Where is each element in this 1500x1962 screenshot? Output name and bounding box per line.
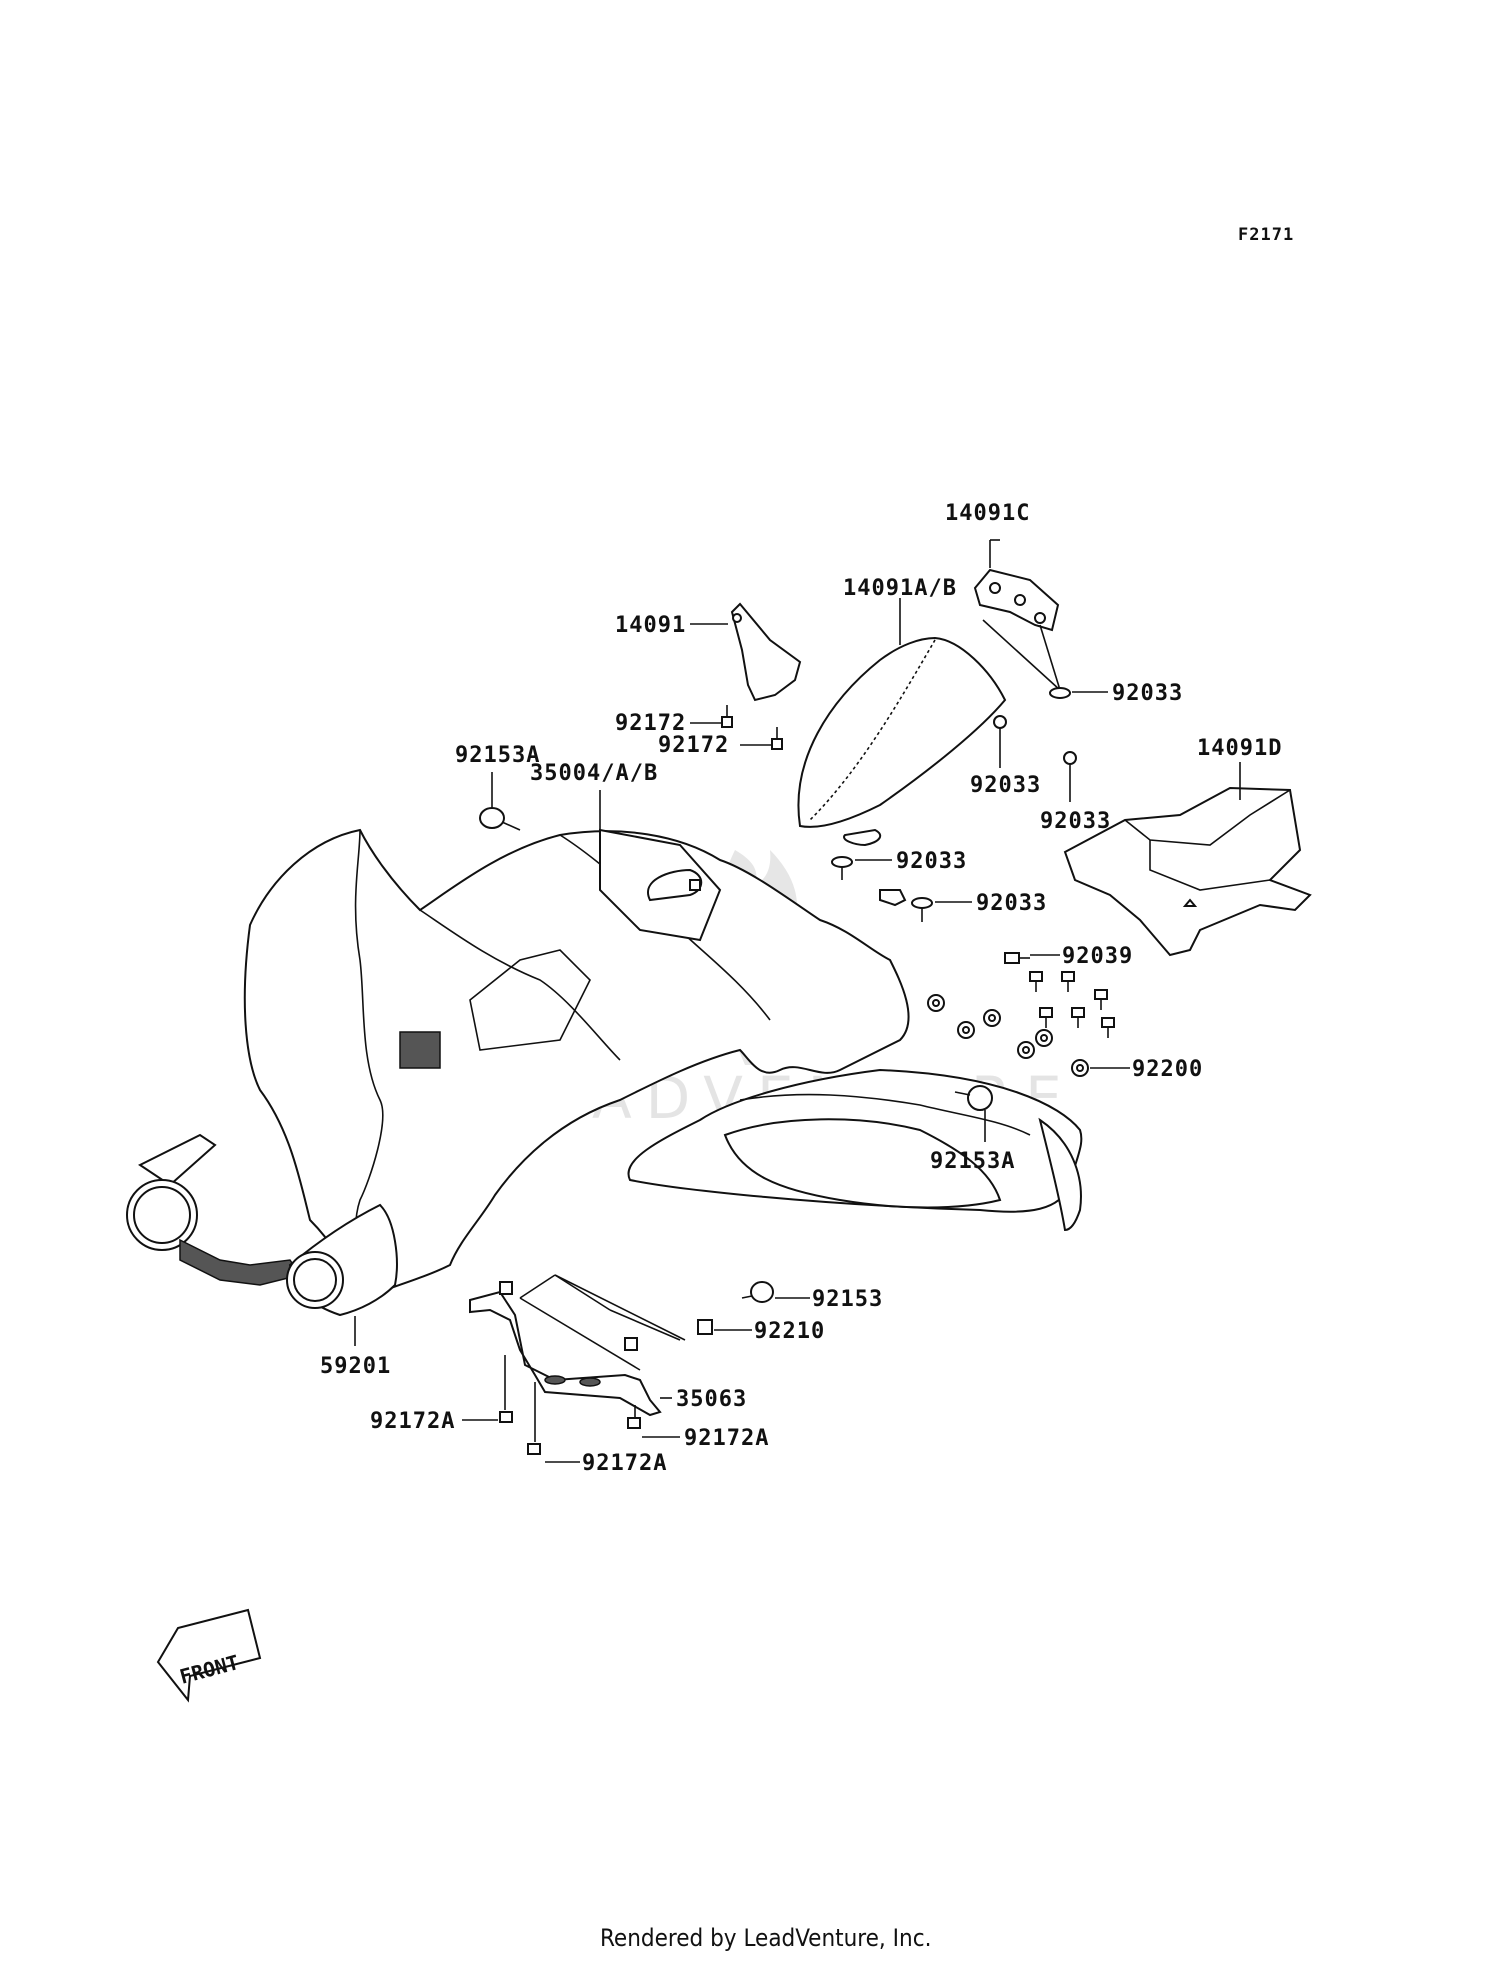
callout-92172-b: 92172 xyxy=(658,733,729,758)
fastener-92153[interactable] xyxy=(741,1281,810,1303)
fastener-92210[interactable] xyxy=(697,1319,752,1335)
callout-14091: 14091 xyxy=(615,613,686,638)
callout-92033-b: 92033 xyxy=(970,773,1041,798)
callout-92039: 92039 xyxy=(1062,944,1133,969)
fastener-92172-a[interactable] xyxy=(690,705,733,728)
callout-14091D: 14091D xyxy=(1197,736,1282,761)
fastener-92172A-a[interactable] xyxy=(462,1355,513,1423)
part-14091[interactable] xyxy=(690,602,802,702)
part-35063[interactable] xyxy=(469,1274,686,1417)
part-35004AB[interactable] xyxy=(243,790,1198,1302)
callout-92210: 92210 xyxy=(754,1319,825,1344)
fastener-92172-b[interactable] xyxy=(740,727,783,750)
fastener-92172A-c[interactable] xyxy=(527,1382,580,1463)
callout-92033-a: 92033 xyxy=(1112,681,1183,706)
footer-credit: Rendered by LeadVenture, Inc. xyxy=(600,1924,931,1952)
fastener-92172A-b[interactable] xyxy=(627,1405,680,1438)
fastener-92153A-a[interactable] xyxy=(479,772,521,831)
callout-35063: 35063 xyxy=(676,1387,747,1412)
front-direction-arrow: FRONT xyxy=(156,1608,262,1703)
part-14091AB[interactable] xyxy=(797,598,1007,828)
callout-59201: 59201 xyxy=(320,1354,391,1379)
callout-14091C: 14091C xyxy=(945,501,1030,526)
callout-14091AB: 14091A/B xyxy=(843,576,957,601)
fastener-92153A-b[interactable] xyxy=(954,1085,993,1142)
part-14091C[interactable] xyxy=(973,539,1060,632)
callout-92172A-a: 92172A xyxy=(370,1409,455,1434)
callout-92172-a: 92172 xyxy=(615,711,686,736)
callout-92033-c: 92033 xyxy=(1040,809,1111,834)
fastener-92033-a[interactable] xyxy=(982,619,1108,699)
fastener-92033-c[interactable] xyxy=(1063,751,1077,802)
figure-code: F2171 xyxy=(1238,225,1294,245)
washer-92200-group[interactable] xyxy=(927,994,1130,1077)
fastener-92033-b[interactable] xyxy=(993,715,1007,768)
fastener-92033-d[interactable] xyxy=(831,856,892,880)
callout-92153A-b: 92153A xyxy=(930,1149,1015,1174)
callout-92033-e: 92033 xyxy=(976,891,1047,916)
callout-92172A-c: 92172A xyxy=(582,1451,667,1476)
callout-92033-d: 92033 xyxy=(896,849,967,874)
fastener-92033-e[interactable] xyxy=(911,897,972,922)
fastener-92039-group[interactable] xyxy=(1004,952,1115,1038)
callout-92172A-b: 92172A xyxy=(684,1426,769,1451)
callout-92153A-a: 92153A xyxy=(455,743,540,768)
part-14091D[interactable] xyxy=(1063,762,1312,957)
callout-35004AB: 35004/A/B xyxy=(530,761,658,786)
callout-92153: 92153 xyxy=(812,1287,883,1312)
part-59201[interactable] xyxy=(126,1133,398,1346)
callout-92200: 92200 xyxy=(1132,1057,1203,1082)
